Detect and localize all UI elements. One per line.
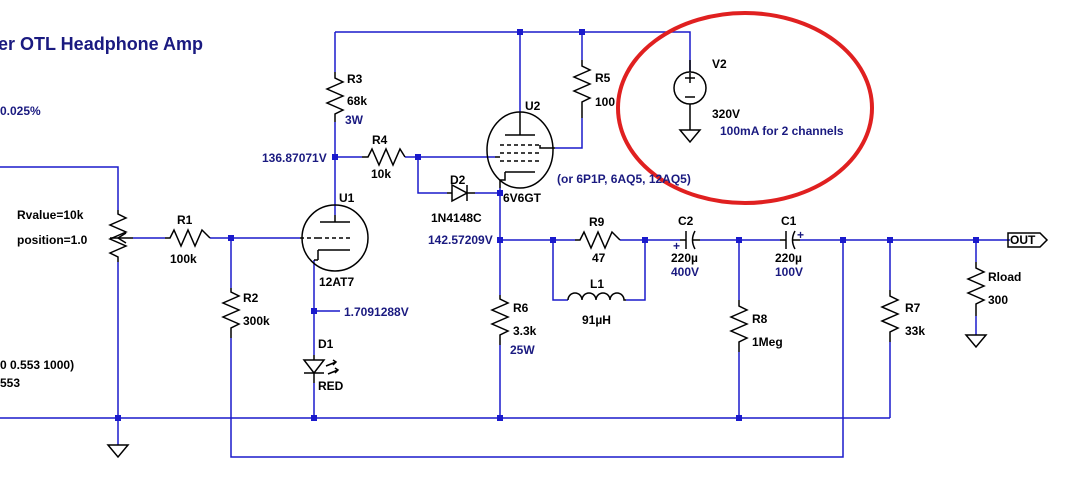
r3-value: 68k [347, 94, 367, 108]
wires [0, 31, 1010, 458]
out-label: OUT [1010, 233, 1036, 247]
svg-text:+: + [673, 239, 680, 253]
v2-note: 100mA for 2 channels [720, 124, 844, 138]
u2-ref: U2 [525, 99, 541, 113]
r8-value: 1Meg [752, 335, 783, 349]
c1-voltage: 100V [775, 265, 803, 279]
r8-symbol[interactable] [729, 300, 749, 352]
r3-symbol[interactable] [325, 72, 345, 122]
r6-ref: R6 [513, 301, 529, 315]
c1-ref: C1 [781, 214, 797, 228]
r7-value: 33k [905, 324, 925, 338]
r7-symbol[interactable] [880, 290, 900, 342]
c2-ref: C2 [678, 214, 694, 228]
d2-ref: D2 [450, 173, 466, 187]
v2-source-symbol[interactable] [673, 60, 707, 130]
r6-symbol[interactable] [490, 295, 510, 345]
c2-symbol[interactable]: + [673, 230, 700, 253]
ground-icon [106, 444, 130, 459]
u2-alt: (or 6P1P, 6AQ5, 12AQ5) [557, 172, 691, 186]
pot-position: position=1.0 [17, 233, 88, 247]
pwl-note-1: 0 0.553 1000) [0, 358, 74, 372]
r3-ref: R3 [347, 72, 363, 86]
d2-value: 1N4148C [431, 211, 482, 225]
v2-ref: V2 [712, 57, 727, 71]
highlight-ellipse [616, 11, 874, 205]
c2-value: 220µ [671, 251, 698, 265]
r8-ref: R8 [752, 312, 768, 326]
r5-symbol[interactable] [572, 60, 592, 118]
pot-symbol[interactable] [108, 210, 128, 262]
r4-symbol[interactable] [362, 147, 406, 167]
u2-cathode-voltage: 142.57209V [428, 233, 493, 247]
c1-value: 220µ [775, 251, 802, 265]
r9-value: 47 [592, 251, 606, 265]
c1-symbol[interactable]: + [780, 228, 804, 250]
r7-ref: R7 [905, 301, 921, 315]
r9-ref: R9 [589, 215, 605, 229]
r2-ref: R2 [243, 291, 259, 305]
svg-text:+: + [797, 228, 804, 242]
r4-value: 10k [371, 167, 391, 181]
rload-ref: Rload [988, 270, 1021, 284]
d2-symbol[interactable] [447, 183, 475, 203]
d1-symbol[interactable] [302, 355, 340, 383]
schematic-title: er OTL Headphone Amp [0, 34, 203, 54]
out-port-symbol[interactable] [1007, 232, 1049, 248]
thd-note: 0.025% [0, 104, 41, 118]
r2-value: 300k [243, 314, 270, 328]
ground-icon [964, 334, 988, 349]
r1-ref: R1 [177, 213, 193, 227]
junction-dots [115, 29, 979, 421]
r6-value: 3.3k [513, 324, 537, 338]
r6-power: 25W [510, 343, 535, 357]
rload-symbol[interactable] [966, 262, 986, 316]
u2-tube-symbol[interactable] [486, 111, 555, 189]
r9-symbol[interactable] [575, 230, 621, 250]
r3-power: 3W [345, 113, 364, 127]
r5-ref: R5 [595, 71, 611, 85]
d1-value: RED [318, 379, 344, 393]
r5-value: 100 [595, 95, 615, 109]
v2-value: 320V [712, 107, 740, 121]
c2-voltage: 400V [671, 265, 699, 279]
r1-value: 100k [170, 252, 197, 266]
u1-tube-symbol[interactable] [300, 204, 369, 272]
l1-value: 91µH [582, 313, 611, 327]
u1-ref: U1 [339, 191, 355, 205]
rload-value: 300 [988, 293, 1008, 307]
r1-symbol[interactable] [165, 228, 211, 248]
u2-value: 6V6GT [503, 191, 542, 205]
pot-value: Rvalue=10k [17, 208, 84, 222]
d1-ref: D1 [318, 337, 334, 351]
u1-value: 12AT7 [319, 275, 354, 289]
r4-ref: R4 [372, 133, 388, 147]
ground-icon [678, 129, 702, 144]
l1-symbol[interactable] [567, 292, 626, 301]
pwl-note-2: 553 [0, 376, 20, 390]
u1-plate-voltage: 136.87071V [262, 151, 327, 165]
l1-ref: L1 [590, 277, 604, 291]
r2-symbol[interactable] [221, 288, 241, 338]
u1-cathode-voltage: 1.7091288V [344, 305, 409, 319]
